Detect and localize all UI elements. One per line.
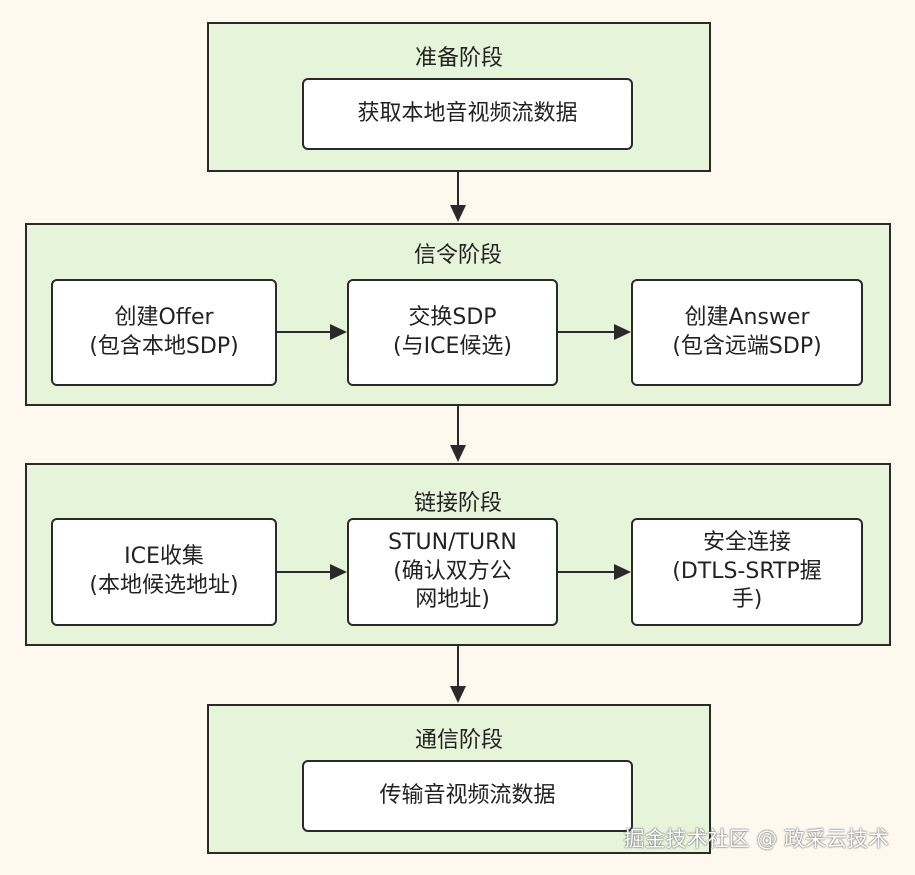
node-create-answer: 创建Answer (包含远端SDP) — [631, 279, 863, 386]
arrowhead-offer-to-exchange — [330, 324, 347, 340]
arrowhead-stun-to-secure — [614, 564, 631, 580]
arrowhead-prepare-to-signaling — [450, 205, 466, 222]
node-exchange-sdp: 交换SDP (与ICE候选) — [347, 279, 558, 386]
arrowhead-connection-to-communication — [450, 686, 466, 703]
node-ice-gathering-label: ICE收集 (本地候选地址) — [89, 544, 239, 598]
watermark: 掘金技术社区 @ 政采云技术 — [623, 827, 889, 851]
stage-communication-title: 通信阶段 — [414, 728, 503, 753]
stage-connection-title: 链接阶段 — [413, 491, 502, 516]
node-stun-turn-label: STUN/TURN (确认双方公 网地址) — [388, 530, 517, 613]
stage-prepare-title: 准备阶段 — [414, 46, 503, 71]
node-create-answer-label: 创建Answer (包含远端SDP) — [672, 304, 822, 359]
arrowhead-exchange-to-answer — [614, 324, 631, 340]
node-create-offer-label: 创建Offer (包含本地SDP) — [89, 304, 239, 359]
stage-signaling-title: 信令阶段 — [413, 243, 502, 268]
node-get-local-media: 获取本地音视频流数据 — [302, 78, 633, 150]
node-transmit-media: 传输音视频流数据 — [302, 760, 633, 832]
node-stun-turn: STUN/TURN (确认双方公 网地址) — [347, 518, 558, 626]
node-get-local-media-label: 获取本地音视频流数据 — [357, 100, 578, 126]
node-transmit-media-label: 传输音视频流数据 — [379, 782, 556, 808]
node-exchange-sdp-label: 交换SDP (与ICE候选) — [393, 304, 512, 359]
node-ice-gathering: ICE收集 (本地候选地址) — [51, 518, 277, 626]
node-secure-connection-label: 安全连接 (DTLS-SRTP握 手) — [672, 530, 822, 613]
node-create-offer: 创建Offer (包含本地SDP) — [51, 279, 277, 386]
arrowhead-signaling-to-connection — [450, 445, 466, 462]
arrowhead-ice-to-stun — [330, 564, 347, 580]
node-secure-connection: 安全连接 (DTLS-SRTP握 手) — [631, 518, 863, 626]
